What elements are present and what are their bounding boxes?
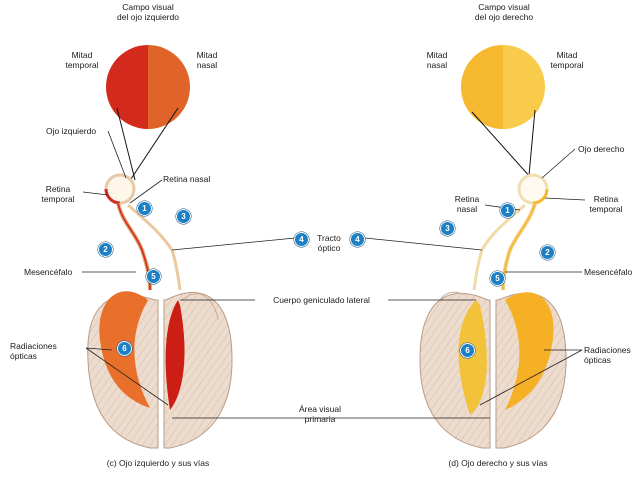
right-radiation-left: [458, 300, 487, 415]
badge-1-right: 1: [500, 203, 515, 218]
right-retina-nasal-label: Retina nasal: [454, 194, 480, 214]
badge-4-left: 4: [294, 232, 309, 247]
right-caption: (d) Ojo derecho y sus vías: [448, 458, 548, 468]
badge-5-left: 5: [146, 269, 161, 284]
left-nasal-half: [148, 45, 190, 129]
badge-1-left: 1: [137, 201, 152, 216]
badge-2-left: 2: [98, 242, 113, 257]
left-visual-field: [106, 45, 190, 129]
right-radiations-label: Radiaciones ópticas: [584, 345, 631, 365]
badge-4-right: 4: [350, 232, 365, 247]
badge-5-right: 5: [490, 271, 505, 286]
left-eye: [104, 173, 136, 205]
left-half-nasal-label: Mitad nasal: [196, 50, 218, 70]
right-eye: [517, 173, 549, 205]
left-half-temporal-label: Mitad temporal: [65, 50, 99, 70]
right-visual-field: [461, 45, 545, 129]
right-half-temporal-label: Mitad temporal: [550, 50, 584, 70]
badge-3-right: 3: [440, 221, 455, 236]
right-half-nasal-label: Mitad nasal: [426, 50, 448, 70]
left-eye-label: Ojo izquierdo: [46, 126, 97, 136]
badge-3-left: 3: [176, 209, 191, 224]
right-midbrain-label: Mesencéfalo: [584, 267, 633, 277]
left-midbrain-label: Mesencéfalo: [24, 267, 73, 277]
optic-tract-label: Tracto óptico: [317, 233, 341, 253]
primary-visual-area-label: Área visual primaria: [298, 404, 342, 424]
right-temporal-half: [503, 45, 545, 129]
badge-2-right: 2: [540, 245, 555, 260]
left-retina-nasal-label: Retina nasal: [163, 174, 211, 184]
lateral-geniculate-label: Cuerpo geniculado lateral: [273, 295, 370, 305]
right-nasal-half: [461, 45, 503, 129]
right-brain: [419, 291, 567, 449]
left-caption: (c) Ojo izquierdo y sus vías: [106, 458, 210, 468]
right-visual-field-title: Campo visual del ojo derecho: [474, 2, 534, 22]
leader-lines: [82, 130, 586, 419]
left-radiation-right: [165, 300, 185, 410]
right-radiation-right: [505, 292, 554, 410]
left-visual-field-title: Campo visual del ojo izquierdo: [117, 2, 179, 22]
right-retina-temporal-label: Retina temporal: [589, 194, 623, 214]
right-eye-label: Ojo derecho: [578, 144, 625, 154]
left-brain: [87, 291, 233, 449]
badge-6-right: 6: [460, 343, 475, 358]
left-temporal-half: [106, 45, 148, 129]
badge-6-left: 6: [117, 341, 132, 356]
left-retina-temporal-label: Retina temporal: [41, 184, 75, 204]
left-radiations-label: Radiaciones ópticas: [10, 341, 57, 361]
